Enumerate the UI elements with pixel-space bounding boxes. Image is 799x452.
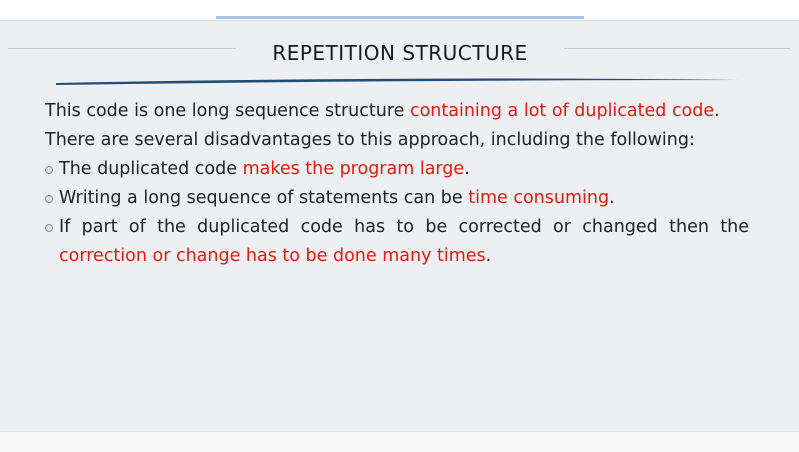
bullet-end: . xyxy=(464,159,470,179)
slide xyxy=(0,20,799,432)
intro-line-1: This code is one long sequence structure… xyxy=(45,97,749,126)
intro-line-2: There are several disadvantages to this … xyxy=(45,130,695,150)
title-rule-right xyxy=(564,48,790,49)
slide-content: This code is one long sequence structure… xyxy=(45,97,749,271)
bullet-dot-icon xyxy=(45,166,53,174)
bullet-item: Writing a long sequence of statements ca… xyxy=(45,184,749,213)
bullet-end: . xyxy=(609,188,615,208)
bullet-highlight: makes the program large xyxy=(242,159,465,179)
slide-title: REPETITION STRUCTURE xyxy=(272,41,528,65)
bullet-highlight: time consuming xyxy=(468,188,610,208)
title-underline-swoosh xyxy=(56,78,740,85)
top-strip xyxy=(0,0,799,20)
bullet-dot-icon xyxy=(45,224,53,232)
bullet-item: The duplicated code makes the program la… xyxy=(45,155,749,184)
intro-line-1-highlight: containing a lot of duplicated code xyxy=(409,101,715,121)
title-rule-left xyxy=(8,48,236,49)
bottom-strip xyxy=(0,431,799,452)
bullet-item: If part of the duplicated code has to be… xyxy=(45,213,749,271)
intro-line-1-text: This code is one long sequence structure xyxy=(45,101,410,121)
bullet-end: . xyxy=(485,246,492,266)
bullet-text: The duplicated code xyxy=(59,159,243,179)
bullet-highlight: correction or change has to be done many… xyxy=(59,246,486,266)
bullet-dot-icon xyxy=(45,195,53,203)
bullet-text: If part of the duplicated code has to be… xyxy=(59,217,749,237)
bullet-text: Writing a long sequence of statements ca… xyxy=(59,188,469,208)
top-accent-bar xyxy=(216,16,584,19)
intro-line-1-end: . xyxy=(714,101,720,121)
